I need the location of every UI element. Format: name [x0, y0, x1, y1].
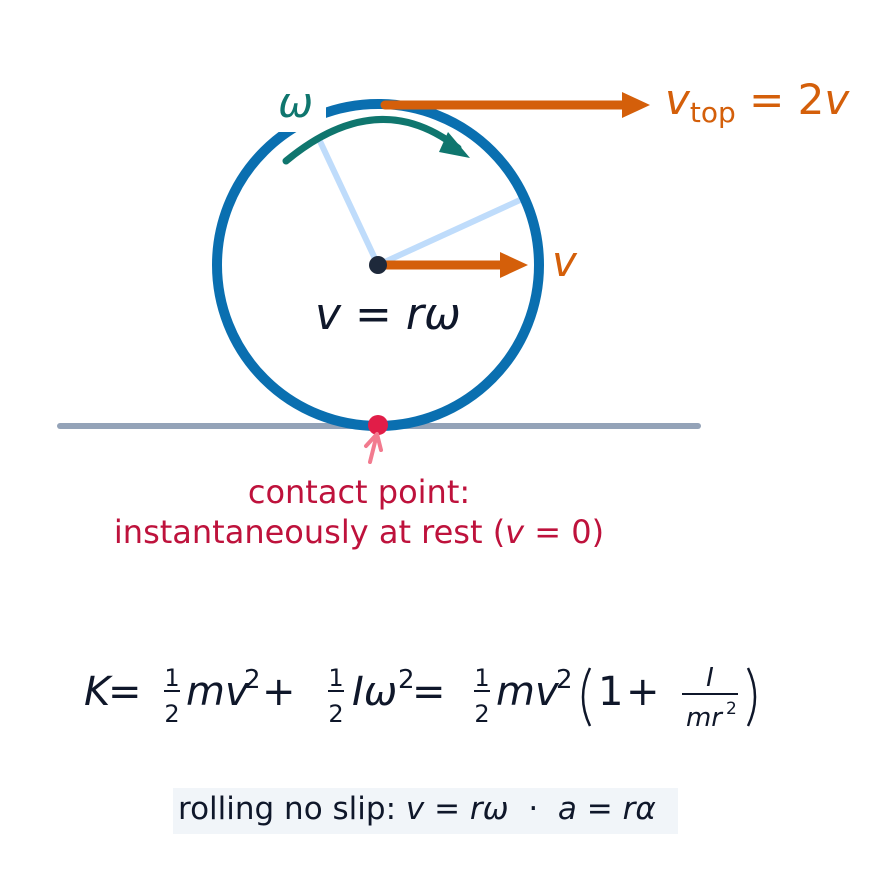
contact-pointer-arrow — [368, 436, 378, 464]
footer-box — [173, 788, 678, 834]
contact-caption-line1: contact point: — [248, 473, 470, 511]
svg-text:2: 2 — [726, 699, 737, 719]
kinetic-energy-equation: K = 1 2 mv 2 + 1 2 Iω 2 = 1 2 mv 2 1 + I… — [84, 663, 757, 733]
svg-text:2: 2 — [328, 700, 343, 728]
svg-text:2: 2 — [244, 665, 261, 695]
omega-label: ω — [278, 78, 313, 127]
svg-text:mv: mv — [496, 669, 560, 715]
svg-text:=: = — [108, 669, 142, 715]
svg-text:1: 1 — [328, 664, 343, 692]
svg-text:2: 2 — [474, 700, 489, 728]
rolling-relation: v = rω — [315, 289, 461, 340]
svg-text:mr: mr — [686, 703, 724, 733]
svg-text:1: 1 — [474, 664, 489, 692]
v-top-label: vtop = 2v — [665, 75, 850, 129]
svg-text:K: K — [84, 669, 113, 715]
svg-text:Iω: Iω — [352, 669, 397, 715]
svg-text:1: 1 — [164, 664, 179, 692]
omega-label-gap — [276, 76, 326, 132]
v-center-label: v — [552, 237, 578, 286]
wheel-center-dot — [369, 256, 387, 274]
svg-text:2: 2 — [556, 665, 573, 695]
contact-caption-line2: instantaneously at rest (v = 0) — [114, 513, 604, 551]
footer-text: rolling no slip: v = rω · a = rα — [178, 791, 656, 827]
contact-point-dot — [368, 415, 388, 435]
svg-text:I: I — [706, 663, 714, 693]
svg-text:2: 2 — [398, 665, 415, 695]
svg-text:+: + — [262, 669, 296, 715]
contact-pointer-arrowhead — [364, 432, 383, 452]
svg-text:2: 2 — [164, 700, 179, 728]
spoke-upper-left — [315, 135, 381, 267]
spoke-right — [376, 197, 522, 268]
v-top-arrowhead — [622, 92, 650, 118]
omega-rotation-arrow — [282, 115, 462, 165]
svg-text:=: = — [412, 669, 446, 715]
v-center-arrowhead — [500, 252, 528, 278]
svg-text:mv: mv — [186, 669, 250, 715]
svg-text:1: 1 — [598, 669, 623, 715]
omega-arrowhead — [439, 132, 470, 158]
svg-text:+: + — [626, 669, 660, 715]
